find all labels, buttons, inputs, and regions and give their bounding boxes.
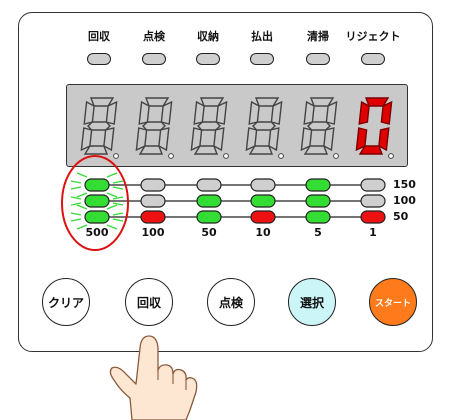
coin-led-100-50 <box>140 210 166 224</box>
display-segment-d <box>83 145 109 155</box>
pointing-hand-icon <box>109 335 198 420</box>
coin-led-1-50 <box>360 210 386 224</box>
start-button[interactable]: スタート <box>369 278 417 326</box>
status-label-collect: 回収 <box>88 30 110 43</box>
coin-led-500-100 <box>84 194 110 208</box>
seven-segment-display <box>66 84 408 167</box>
status-label-inspect: 点検 <box>143 30 165 43</box>
display-segment-g <box>197 121 221 131</box>
coin-led-100-100 <box>140 194 166 208</box>
display-decimal-point <box>168 153 174 159</box>
coin-led-5-100 <box>305 194 331 208</box>
display-segment-g <box>87 121 111 131</box>
status-label-clean: 清掃 <box>307 30 329 43</box>
display-segment-e <box>80 127 93 152</box>
select-button[interactable]: 選択 <box>288 278 336 326</box>
display-segment-e <box>135 127 148 152</box>
denomination-label-500: 500 <box>85 226 109 239</box>
display-digit-2 <box>135 97 174 159</box>
display-digit-4 <box>245 97 284 159</box>
level-label-50: 50 <box>393 210 409 223</box>
display-segment-g <box>252 121 276 131</box>
display-segment-d <box>358 145 384 155</box>
status-lamp-reject <box>361 53 385 65</box>
display-decimal-point <box>333 153 339 159</box>
clear-button[interactable]: クリア <box>42 278 90 326</box>
collect-button[interactable]: 回収 <box>125 278 173 326</box>
display-segment-e <box>355 127 368 152</box>
coin-led-100-150 <box>140 178 166 192</box>
coin-led-50-150 <box>196 178 222 192</box>
level-label-150: 150 <box>393 178 416 191</box>
denomination-label-100: 100 <box>141 226 165 239</box>
coin-led-5-150 <box>305 178 331 192</box>
coin-led-500-50 <box>84 210 110 224</box>
display-segment-e <box>190 127 203 152</box>
display-segment-e <box>300 127 313 152</box>
display-decimal-point <box>113 153 119 159</box>
display-digit-5 <box>300 97 339 159</box>
display-segment-d <box>138 145 164 155</box>
coin-led-1-150 <box>360 178 386 192</box>
coin-led-10-50 <box>250 210 276 224</box>
status-label-dispense: 払出 <box>251 30 273 43</box>
display-segment-g <box>307 121 331 131</box>
denomination-label-5: 5 <box>314 226 322 239</box>
status-label-reject: リジェクト <box>345 30 401 43</box>
denomination-label-10: 10 <box>255 226 271 239</box>
coin-led-5-50 <box>305 210 331 224</box>
highlight-circle <box>61 155 129 251</box>
coin-led-50-50 <box>196 210 222 224</box>
denomination-label-1: 1 <box>369 226 377 239</box>
coin-led-50-100 <box>196 194 222 208</box>
display-digits <box>80 97 394 159</box>
display-segment-e <box>245 127 258 152</box>
inspect-button[interactable]: 点検 <box>207 278 255 326</box>
status-lamp-collect <box>87 53 111 65</box>
display-segment-d <box>193 145 219 155</box>
blinking-rays-icon <box>70 172 124 230</box>
status-lamp-store <box>196 53 220 65</box>
coin-led-10-150 <box>250 178 276 192</box>
display-segment-b <box>380 100 393 125</box>
level-label-100: 100 <box>393 194 416 207</box>
display-digit-1 <box>80 97 119 159</box>
coin-level-led-matrix <box>61 155 386 251</box>
display-segment-f <box>358 100 370 125</box>
status-lamp-clean <box>306 53 330 65</box>
status-label-store: 収納 <box>197 30 219 43</box>
coin-led-10-100 <box>250 194 276 208</box>
coin-led-1-100 <box>360 194 386 208</box>
display-decimal-point <box>278 153 284 159</box>
display-digit-6 <box>355 97 394 159</box>
display-decimal-point <box>388 153 394 159</box>
display-segment-g <box>142 121 166 131</box>
display-segment-d <box>248 145 274 155</box>
display-segment-d <box>303 145 329 155</box>
status-lamp-dispense <box>250 53 274 65</box>
display-digit-3 <box>190 97 229 159</box>
display-decimal-point <box>223 153 229 159</box>
denomination-label-50: 50 <box>201 226 217 239</box>
status-lamp-inspect <box>142 53 166 65</box>
coin-led-500-150 <box>84 178 110 192</box>
